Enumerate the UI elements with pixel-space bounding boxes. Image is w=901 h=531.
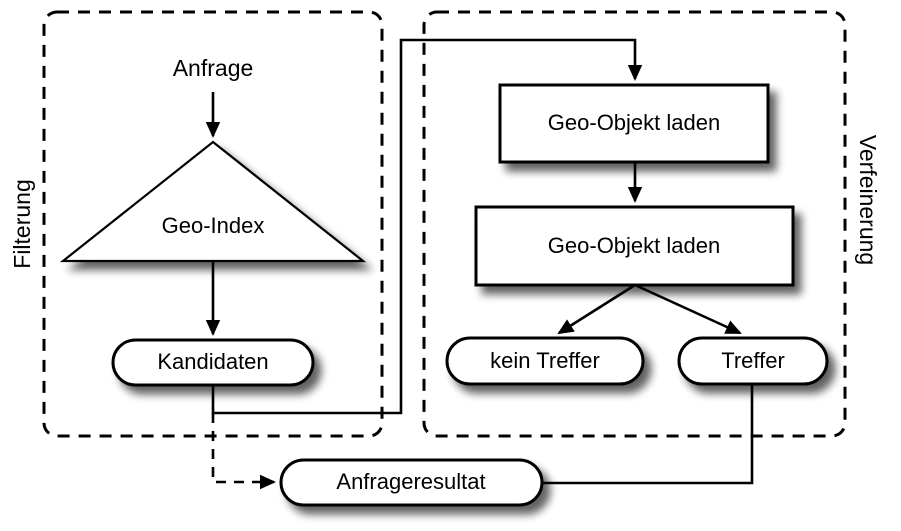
geo-index-triangle-shape xyxy=(59,140,367,263)
edge-kandidaten-to-geo-objekt-laden-1 xyxy=(211,38,643,415)
treffer-ellipse-shape xyxy=(677,336,829,386)
kein-treffer-ellipse-shape xyxy=(445,336,645,386)
node-treffer[interactable]: Treffer xyxy=(677,336,829,386)
node-label-geo-index: Geo-Index xyxy=(162,213,265,238)
node-anfrage: Anfrage xyxy=(173,55,254,81)
node-geo-index[interactable]: Geo-Index xyxy=(59,140,367,263)
edge-geo-objekt-laden-2-to-kein-treffer xyxy=(557,283,636,335)
connector-layer xyxy=(205,38,754,490)
node-label-geo-objekt-laden-1: Geo-Objekt laden xyxy=(548,110,720,135)
edge-treffer-to-anfrageresultat xyxy=(541,384,754,485)
node-label-kein-treffer: kein Treffer xyxy=(490,348,600,373)
node-kein-treffer[interactable]: kein Treffer xyxy=(445,336,645,386)
node-geo-objekt-laden-2[interactable]: Geo-Objekt laden xyxy=(474,205,795,287)
node-geo-objekt-laden-1[interactable]: Geo-Objekt laden xyxy=(498,83,770,164)
node-label-geo-objekt-laden-2: Geo-Objekt laden xyxy=(548,233,720,258)
phase-label-verfeinerung: Verfeinerung xyxy=(855,135,881,265)
geo-objekt-laden-1-rect-shape xyxy=(498,83,770,164)
node-label-kandidaten: Kandidaten xyxy=(157,349,268,374)
geo-objekt-laden-2-rect-shape xyxy=(474,205,795,287)
verfeinerung-dashed-boundary xyxy=(422,10,847,438)
node-label-treffer: Treffer xyxy=(721,348,785,373)
node-kandidaten[interactable]: Kandidaten xyxy=(111,338,315,387)
anfrageresultat-ellipse-shape xyxy=(279,458,544,507)
node-anfrageresultat[interactable]: Anfrageresultat xyxy=(279,458,544,507)
edge-kandidaten-to-anfrageresultat xyxy=(211,413,277,490)
node-label-anfrage: Anfrage xyxy=(173,55,254,81)
node-label-anfrageresultat: Anfrageresultat xyxy=(336,469,485,494)
phase-label-filterung: Filterung xyxy=(9,179,35,268)
kandidaten-ellipse-shape xyxy=(111,338,315,387)
edge-geo-objekt-laden-2-to-treffer xyxy=(634,283,742,335)
phase-group-verfeinerung: Verfeinerung xyxy=(422,10,881,438)
